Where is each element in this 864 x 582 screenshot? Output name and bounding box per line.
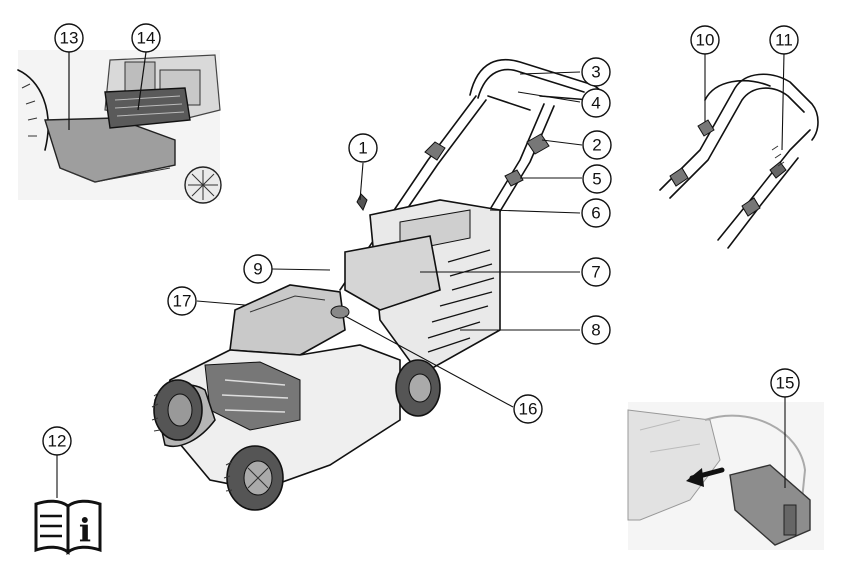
callout-9: 9 bbox=[243, 254, 273, 284]
callout-number: 8 bbox=[591, 321, 600, 340]
info-i-glyph: i bbox=[79, 511, 91, 549]
callout-11: 11 bbox=[769, 25, 799, 55]
callout-number: 12 bbox=[48, 432, 67, 451]
callout-15: 15 bbox=[770, 368, 800, 398]
callout-number: 4 bbox=[591, 94, 600, 113]
wheel-rear-right bbox=[395, 359, 441, 417]
callout-number: 16 bbox=[519, 400, 538, 419]
callout-number: 17 bbox=[173, 292, 192, 311]
read-manual-icon: i bbox=[34, 455, 102, 555]
callout-2: 2 bbox=[582, 130, 612, 160]
callout-6: 6 bbox=[581, 198, 611, 228]
callout-number: 15 bbox=[776, 374, 795, 393]
callout-7: 7 bbox=[581, 257, 611, 287]
inset-mulch-insert bbox=[627, 397, 824, 550]
callout-number: 13 bbox=[60, 29, 79, 48]
inset-grass-bag-attachment bbox=[17, 50, 222, 204]
callout-5: 5 bbox=[582, 164, 612, 194]
callout-number: 1 bbox=[358, 139, 367, 158]
callout-8: 8 bbox=[581, 315, 611, 345]
wheel-front-left bbox=[153, 379, 203, 441]
callout-number: 9 bbox=[253, 260, 262, 279]
callout-10: 10 bbox=[690, 25, 720, 55]
callout-number: 10 bbox=[696, 31, 715, 50]
callout-14: 14 bbox=[131, 23, 161, 53]
callout-4: 4 bbox=[581, 88, 611, 118]
callout-number: 6 bbox=[591, 204, 600, 223]
wheel-front-right bbox=[226, 445, 284, 511]
callout-13: 13 bbox=[54, 23, 84, 53]
callout-number: 3 bbox=[591, 63, 600, 82]
callout-number: 14 bbox=[137, 29, 156, 48]
callout-17: 17 bbox=[167, 286, 197, 316]
callout-number: 11 bbox=[775, 31, 793, 50]
inset-handle-detail bbox=[659, 52, 819, 249]
callout-number: 2 bbox=[592, 136, 601, 155]
lawn-mower-illustration bbox=[151, 58, 603, 511]
leader-lines bbox=[196, 71, 583, 408]
callout-number: 5 bbox=[592, 170, 601, 189]
callout-3: 3 bbox=[581, 57, 611, 87]
callout-number: 7 bbox=[591, 263, 600, 282]
callout-16: 16 bbox=[513, 394, 543, 424]
callout-1: 1 bbox=[348, 133, 378, 163]
callout-12: 12 bbox=[42, 426, 72, 456]
